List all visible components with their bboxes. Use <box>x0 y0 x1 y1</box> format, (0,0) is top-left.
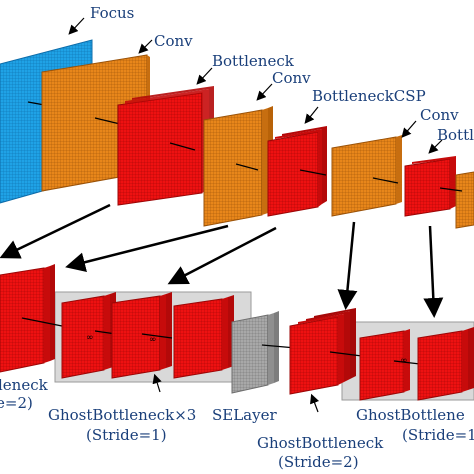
focus-label: Focus <box>90 4 134 22</box>
ghost-s2-label: GhostBottleneck <box>257 434 384 452</box>
bottleneck-csp-layer <box>267 126 327 217</box>
ghost-x3-label: GhostBottleneck×3 <box>48 406 196 424</box>
svg-text:∞: ∞ <box>400 356 408 366</box>
conv-layer-edge <box>455 171 474 229</box>
ghost-s2-stride-label: (Stride=2) <box>278 453 359 471</box>
transition-arrow-3 <box>167 226 277 285</box>
neck-partial-label: leneck <box>0 376 49 394</box>
connector <box>94 117 121 125</box>
ghost-bottleneck-x3-block-1: ∞ <box>61 292 116 379</box>
transition-arrow-2 <box>65 224 229 273</box>
transition-arrow-1 <box>0 203 111 259</box>
ghost-right-label: GhostBottlene <box>356 406 465 424</box>
bottleneck-csp-pointer-arrow <box>304 106 319 124</box>
bottleneck-csp-label: BottleneckCSP <box>312 87 426 105</box>
svg-text:∞: ∞ <box>86 333 94 343</box>
connector <box>299 169 327 176</box>
transition-arrow-5 <box>423 225 444 318</box>
conv3-label: Conv <box>420 106 459 124</box>
connector <box>372 177 399 184</box>
connector <box>141 333 173 339</box>
connector <box>329 351 363 357</box>
bottle-partial-label: Bottl <box>437 126 474 144</box>
connector <box>21 317 63 327</box>
bottleneck-layer-bottom-left <box>0 264 55 373</box>
connector <box>235 163 259 171</box>
connector <box>439 187 463 192</box>
ghost-s2-pointer-arrow <box>310 393 320 413</box>
bottleneck-layer-right <box>404 156 456 217</box>
svg-text:∞: ∞ <box>149 335 157 345</box>
selayer-block <box>231 311 279 394</box>
ghost-bottleneck-right-block-2 <box>417 327 474 401</box>
transition-arrow-4 <box>337 221 358 310</box>
bottle-pointer-arrow <box>428 139 443 154</box>
connector <box>169 142 196 151</box>
ghost-bottleneck-stride2-block <box>289 308 356 395</box>
conv3-pointer-arrow <box>401 120 417 138</box>
connector <box>393 360 421 365</box>
bottleneck-layer <box>117 86 214 206</box>
bottleneck-label: Bottleneck <box>212 52 295 70</box>
ghost-x3-stride-label: (Stride=1) <box>86 426 167 444</box>
focus-pointer-arrow <box>68 17 85 35</box>
conv-layer-2 <box>203 106 273 227</box>
bottleneck-pointer-arrow <box>196 67 213 85</box>
ghost-bottleneck-right-block-1: ∞ <box>359 329 410 401</box>
selayer-label: SELayer <box>212 406 277 424</box>
conv2-pointer-arrow <box>256 83 273 101</box>
conv-layer-3 <box>331 135 402 217</box>
ghost-x3-pointer-arrow <box>152 373 162 393</box>
stride-partial-label: e=2) <box>0 394 33 412</box>
ghost-right-stride-label: (Stride=1 <box>402 426 474 444</box>
conv1-label: Conv <box>154 32 193 50</box>
ghost-bottleneck-x3-block-2 <box>111 292 172 379</box>
conv1-pointer-arrow <box>138 39 153 54</box>
conv2-label: Conv <box>272 69 311 87</box>
